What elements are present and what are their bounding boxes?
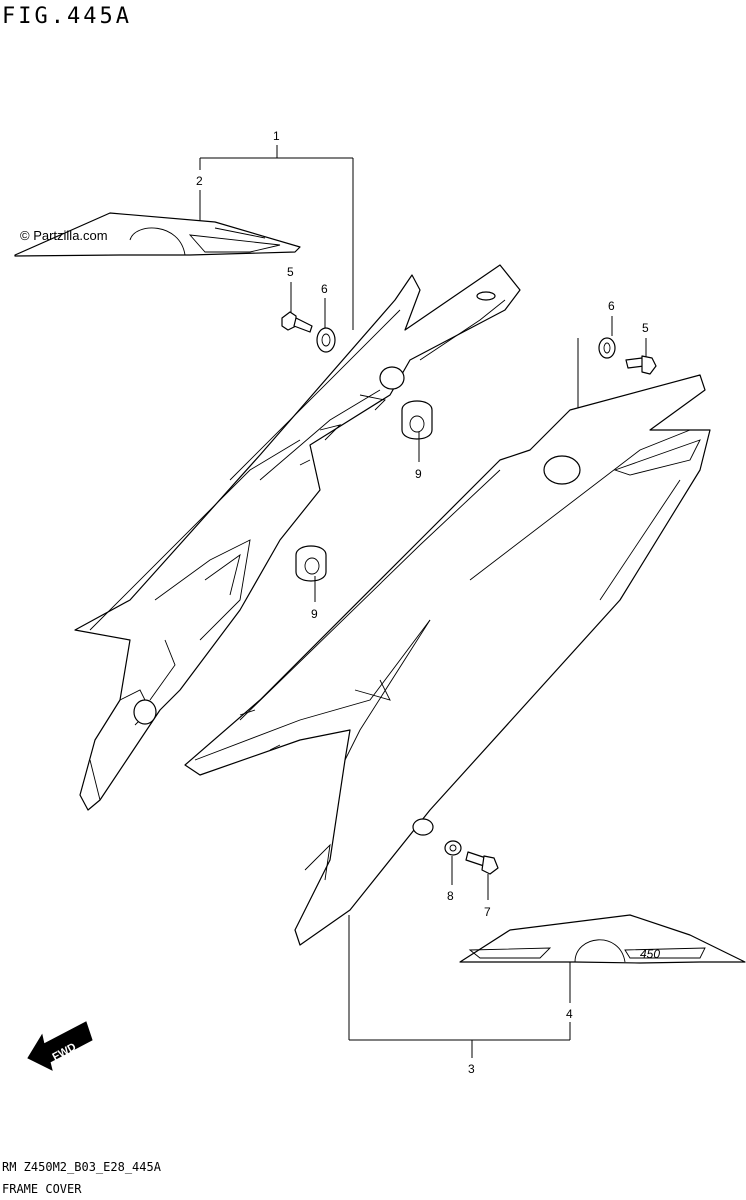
callout-8[interactable]: 8 (447, 889, 454, 903)
callout-6-left[interactable]: 6 (321, 282, 328, 296)
callout-5-right[interactable]: 5 (642, 321, 649, 335)
callout-1[interactable]: 1 (273, 129, 280, 143)
figure-title: FIG.445A (2, 4, 132, 29)
spacer-upper[interactable] (401, 400, 433, 440)
washer-left[interactable] (316, 327, 336, 353)
callout-9-lower[interactable]: 9 (311, 607, 318, 621)
spacer-lower[interactable] (295, 545, 327, 582)
callout-7[interactable]: 7 (484, 905, 491, 919)
frame-cover-right[interactable] (184, 374, 711, 946)
callout-5-left[interactable]: 5 (287, 265, 294, 279)
callout-9-upper[interactable]: 9 (415, 467, 422, 481)
bolt-left[interactable] (281, 311, 313, 333)
figure-code: RM Z450M2_B03_E28_445A (2, 1160, 161, 1174)
bolt-lower[interactable] (465, 851, 499, 875)
callout-3-bracket (348, 915, 571, 1058)
callout-3[interactable]: 3 (468, 1062, 475, 1076)
decal-model-text: 450 (640, 947, 660, 961)
figure-name: FRAME COVER (2, 1182, 82, 1196)
frame-cover-left[interactable] (74, 264, 521, 811)
washer-lower[interactable] (444, 840, 462, 856)
washer-right[interactable] (598, 337, 616, 359)
callout-1-bracket (199, 145, 354, 330)
watermark: © Partzilla.com (20, 228, 108, 243)
fwd-arrow-icon: FWD (27, 1021, 93, 1071)
decal-left[interactable] (14, 212, 301, 257)
callout-4[interactable]: 4 (566, 1007, 573, 1021)
decal-right[interactable] (459, 914, 746, 964)
callout-6-right[interactable]: 6 (608, 299, 615, 313)
callout-2[interactable]: 2 (196, 174, 203, 188)
bolt-right[interactable] (625, 355, 657, 375)
